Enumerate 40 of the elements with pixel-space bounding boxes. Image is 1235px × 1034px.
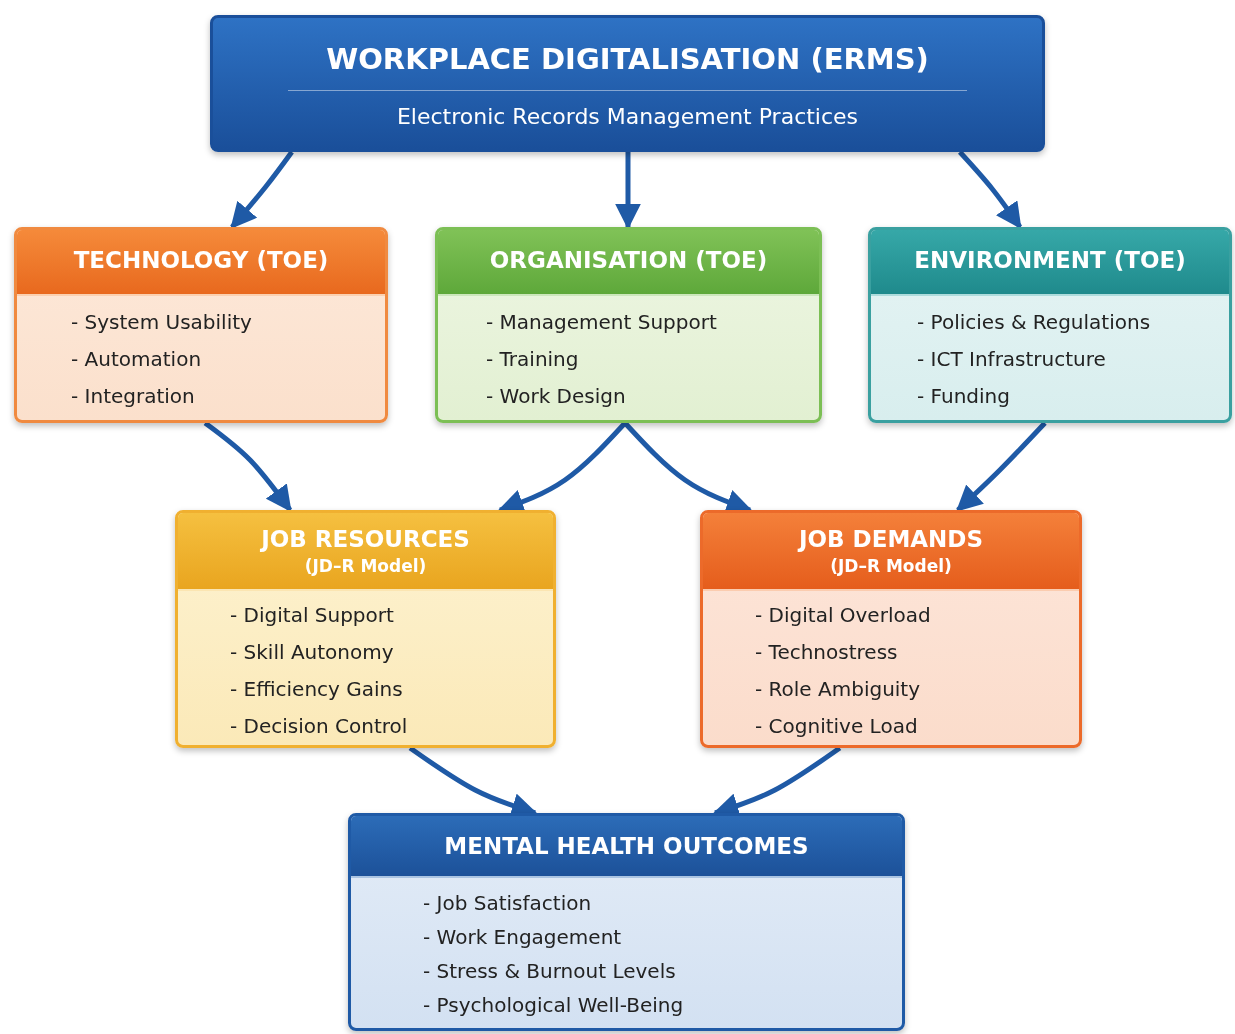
arrow — [230, 150, 294, 229]
list-item: - Skill Autonomy — [230, 639, 395, 666]
category-box — [700, 510, 1082, 748]
list-item: - Decision Control — [230, 713, 409, 740]
list-item: - Work Engagement — [423, 924, 623, 951]
list-item: - Digital Support — [230, 602, 395, 629]
list-item: - Automation — [71, 346, 203, 373]
list-item: - Integration — [71, 383, 196, 410]
heading: ORGANISATION (TOE) — [489, 246, 768, 275]
list-item: - Stress & Burnout Levels — [423, 958, 677, 985]
list-item: - System Usability — [71, 309, 253, 336]
list-item: - ICT Infrastructure — [917, 346, 1107, 373]
list-item: - Psychological Well-Being — [423, 992, 685, 1019]
category-box — [868, 227, 1232, 423]
title-box — [210, 15, 1045, 152]
category-box — [348, 813, 905, 1031]
subtitle-text: Electronic Records Management Practices — [395, 104, 860, 129]
category-box — [175, 510, 556, 748]
heading: JOB DEMANDS — [798, 525, 983, 554]
category-box — [14, 227, 388, 423]
subheading: (JD–R Model) — [830, 555, 952, 577]
list-item: - Training — [486, 346, 580, 373]
subheading: (JD–R Model) — [304, 555, 427, 577]
list-item: - Work Design — [486, 383, 627, 410]
list-item: - Efficiency Gains — [230, 676, 404, 703]
list-item: - Job Satisfaction — [423, 890, 593, 917]
heading: ENVIRONMENT (TOE) — [914, 246, 1186, 275]
heading: MENTAL HEALTH OUTCOMES — [444, 832, 809, 861]
heading: JOB RESOURCES — [261, 525, 470, 554]
list-item: - Technostress — [755, 639, 899, 666]
list-item: - Management Support — [486, 309, 718, 336]
list-item: - Role Ambiguity — [755, 676, 922, 703]
category-box — [435, 227, 822, 423]
list-item: - Cognitive Load — [755, 713, 919, 740]
heading: TECHNOLOGY (TOE) — [73, 246, 329, 275]
list-item: - Digital Overload — [755, 602, 932, 629]
title-text: WORKPLACE DIGITALISATION (ERMS) — [325, 42, 930, 76]
arrow — [955, 421, 1047, 512]
list-item: - Policies & Regulations — [917, 309, 1152, 336]
list-item: - Funding — [917, 383, 1011, 410]
